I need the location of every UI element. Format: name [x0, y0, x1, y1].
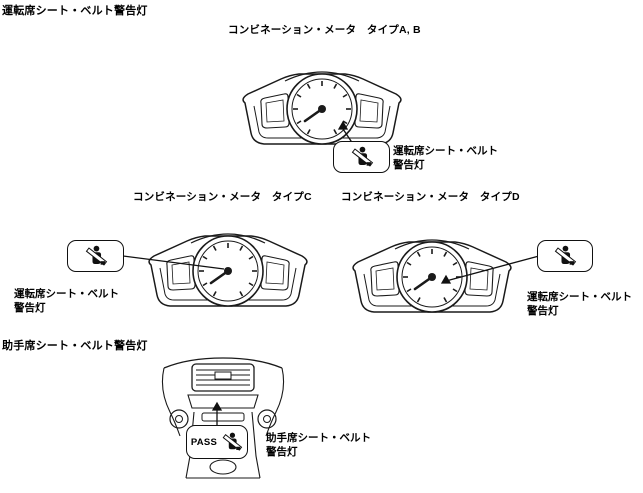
seatbelt-warning-icon	[222, 432, 243, 451]
callout-box-passenger: PASS	[186, 425, 248, 459]
caption-type-d: コンビネーション・メータ タイプD	[341, 191, 520, 203]
callout-label-line1: 運転席シート・ベルト	[527, 291, 632, 303]
callout-box-type-d	[537, 240, 593, 272]
callout-box-type-ab	[333, 141, 390, 173]
callout-label-line2: 警告灯	[393, 159, 425, 171]
callout-box-type-c	[67, 240, 124, 272]
callout-label-line1: 助手席シート・ベルト	[266, 432, 371, 444]
center-console-illustration	[161, 357, 285, 479]
seatbelt-warning-icon	[85, 245, 107, 266]
seatbelt-warning-icon	[351, 146, 373, 167]
caption-type-ab: コンビネーション・メータ タイプA, B	[228, 24, 421, 36]
pass-badge: PASS	[190, 436, 218, 448]
caption-type-c: コンビネーション・メータ タイプC	[133, 191, 312, 203]
callout-label-line1: 運転席シート・ベルト	[393, 145, 498, 157]
callout-label-line2: 警告灯	[266, 446, 298, 458]
callout-label-line1: 運転席シート・ベルト	[14, 288, 119, 300]
passenger-seatbelt-heading: 助手席シート・ベルト警告灯	[2, 340, 148, 352]
callout-label-type-d: 運転席シート・ベルト 警告灯	[527, 290, 632, 318]
callout-label-passenger: 助手席シート・ベルト 警告灯	[266, 431, 371, 459]
driver-seatbelt-heading: 運転席シート・ベルト警告灯	[2, 5, 148, 17]
instrument-cluster-type-c-illustration	[147, 232, 309, 308]
instrument-cluster-type-ab-illustration	[241, 70, 403, 146]
callout-label-type-c: 運転席シート・ベルト 警告灯	[14, 287, 119, 315]
callout-label-type-ab: 運転席シート・ベルト 警告灯	[393, 144, 498, 172]
callout-label-line2: 警告灯	[14, 302, 46, 314]
seatbelt-warning-icon	[554, 245, 576, 266]
instrument-cluster-type-d-illustration	[351, 238, 513, 314]
callout-label-line2: 警告灯	[527, 305, 559, 317]
